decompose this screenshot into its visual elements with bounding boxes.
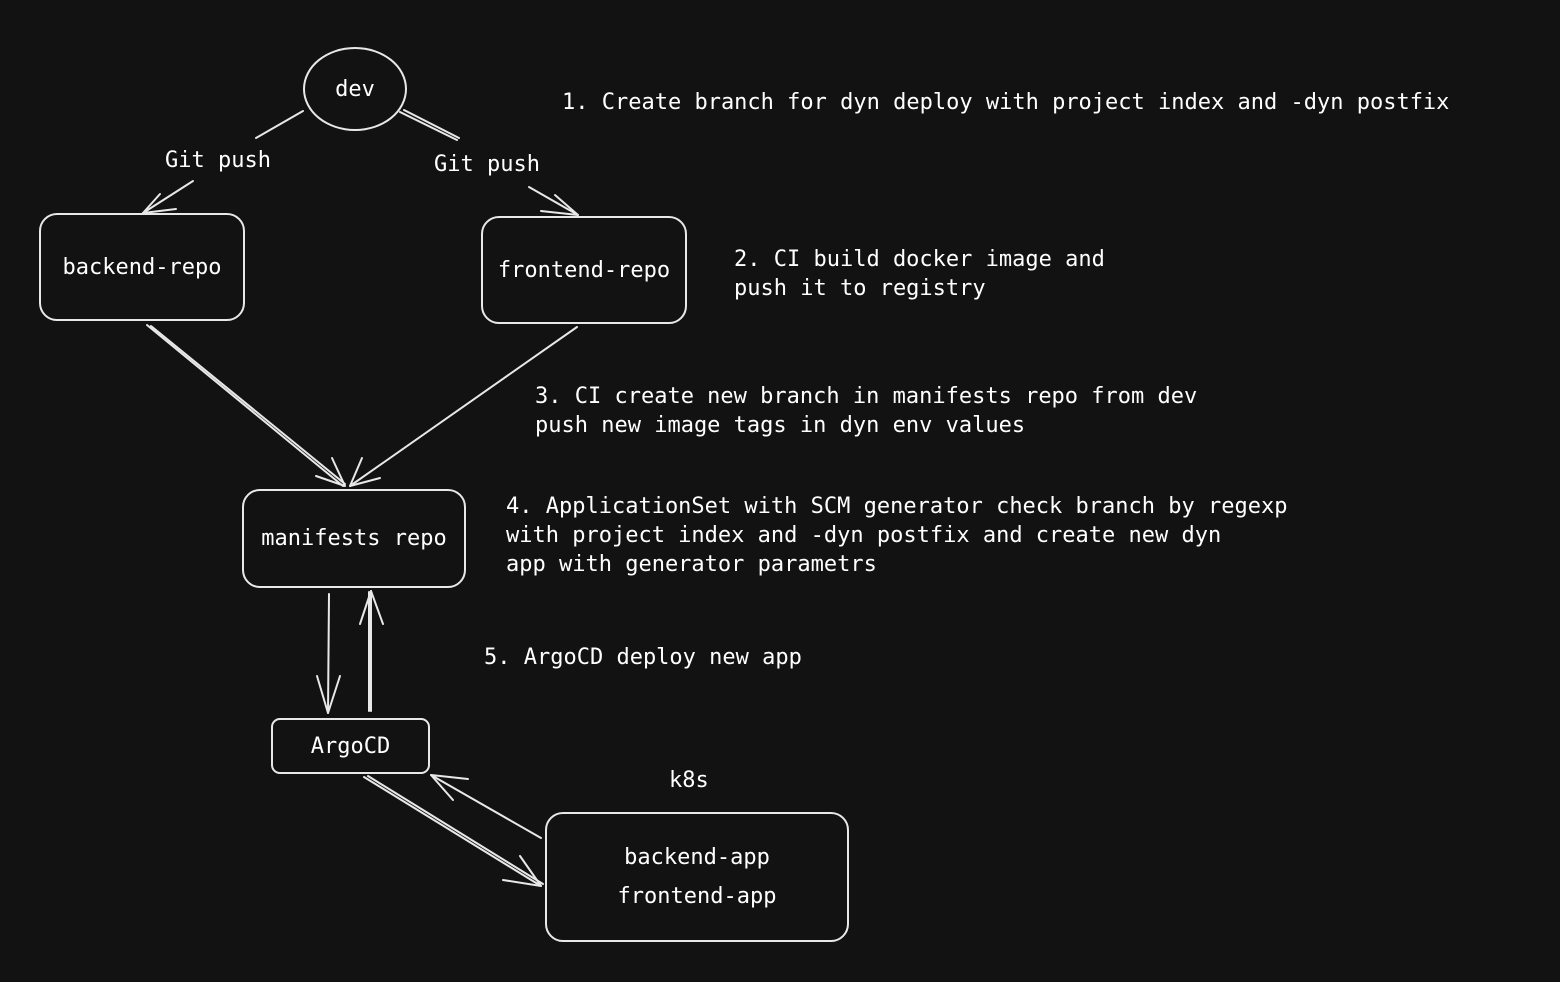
node-backend-repo-label: backend-repo	[62, 254, 222, 280]
node-manifests-repo-label: manifests repo	[261, 526, 447, 551]
node-frontend-repo-label: frontend-repo	[497, 257, 671, 283]
step-2-text: 2. CI build docker image and push it to …	[734, 247, 1105, 301]
edge-dev-to-backend	[142, 110, 304, 214]
edge-argocd-to-k8s	[363, 775, 544, 887]
node-frontend-repo: frontend-repo	[481, 216, 687, 324]
edge-label-git-push-backend: Git push	[165, 148, 271, 173]
k8s-app-backend: backend-app	[624, 845, 770, 870]
edge-label-git-push-frontend: Git push	[434, 152, 540, 177]
node-backend-repo: backend-repo	[39, 213, 245, 321]
node-dev-label: dev	[335, 76, 375, 102]
node-k8s: backend-app frontend-app	[545, 812, 849, 942]
node-argocd: ArgoCD	[271, 718, 430, 774]
step-5-text: 5. ArgoCD deploy new app	[484, 645, 802, 670]
edge-argocd-to-manifests	[359, 590, 384, 712]
edge-k8s-to-argocd	[430, 774, 542, 839]
step-3-text: 3. CI create new branch in manifests rep…	[535, 384, 1198, 438]
step-1-text: 1. Create branch for dyn deploy with pro…	[562, 90, 1450, 115]
k8s-app-frontend: frontend-app	[617, 884, 777, 909]
edge-backend-to-manifests	[146, 324, 346, 487]
node-dev: dev	[303, 47, 407, 131]
edge-manifests-to-argocd	[316, 593, 341, 714]
node-manifests-repo: manifests repo	[242, 489, 466, 588]
edge-dev-to-frontend	[399, 109, 579, 216]
node-argocd-label: ArgoCD	[310, 733, 391, 759]
k8s-group-title: k8s	[669, 768, 709, 793]
edge-frontend-to-manifests	[349, 326, 578, 487]
step-4-text: 4. ApplicationSet with SCM generator che…	[506, 494, 1288, 577]
